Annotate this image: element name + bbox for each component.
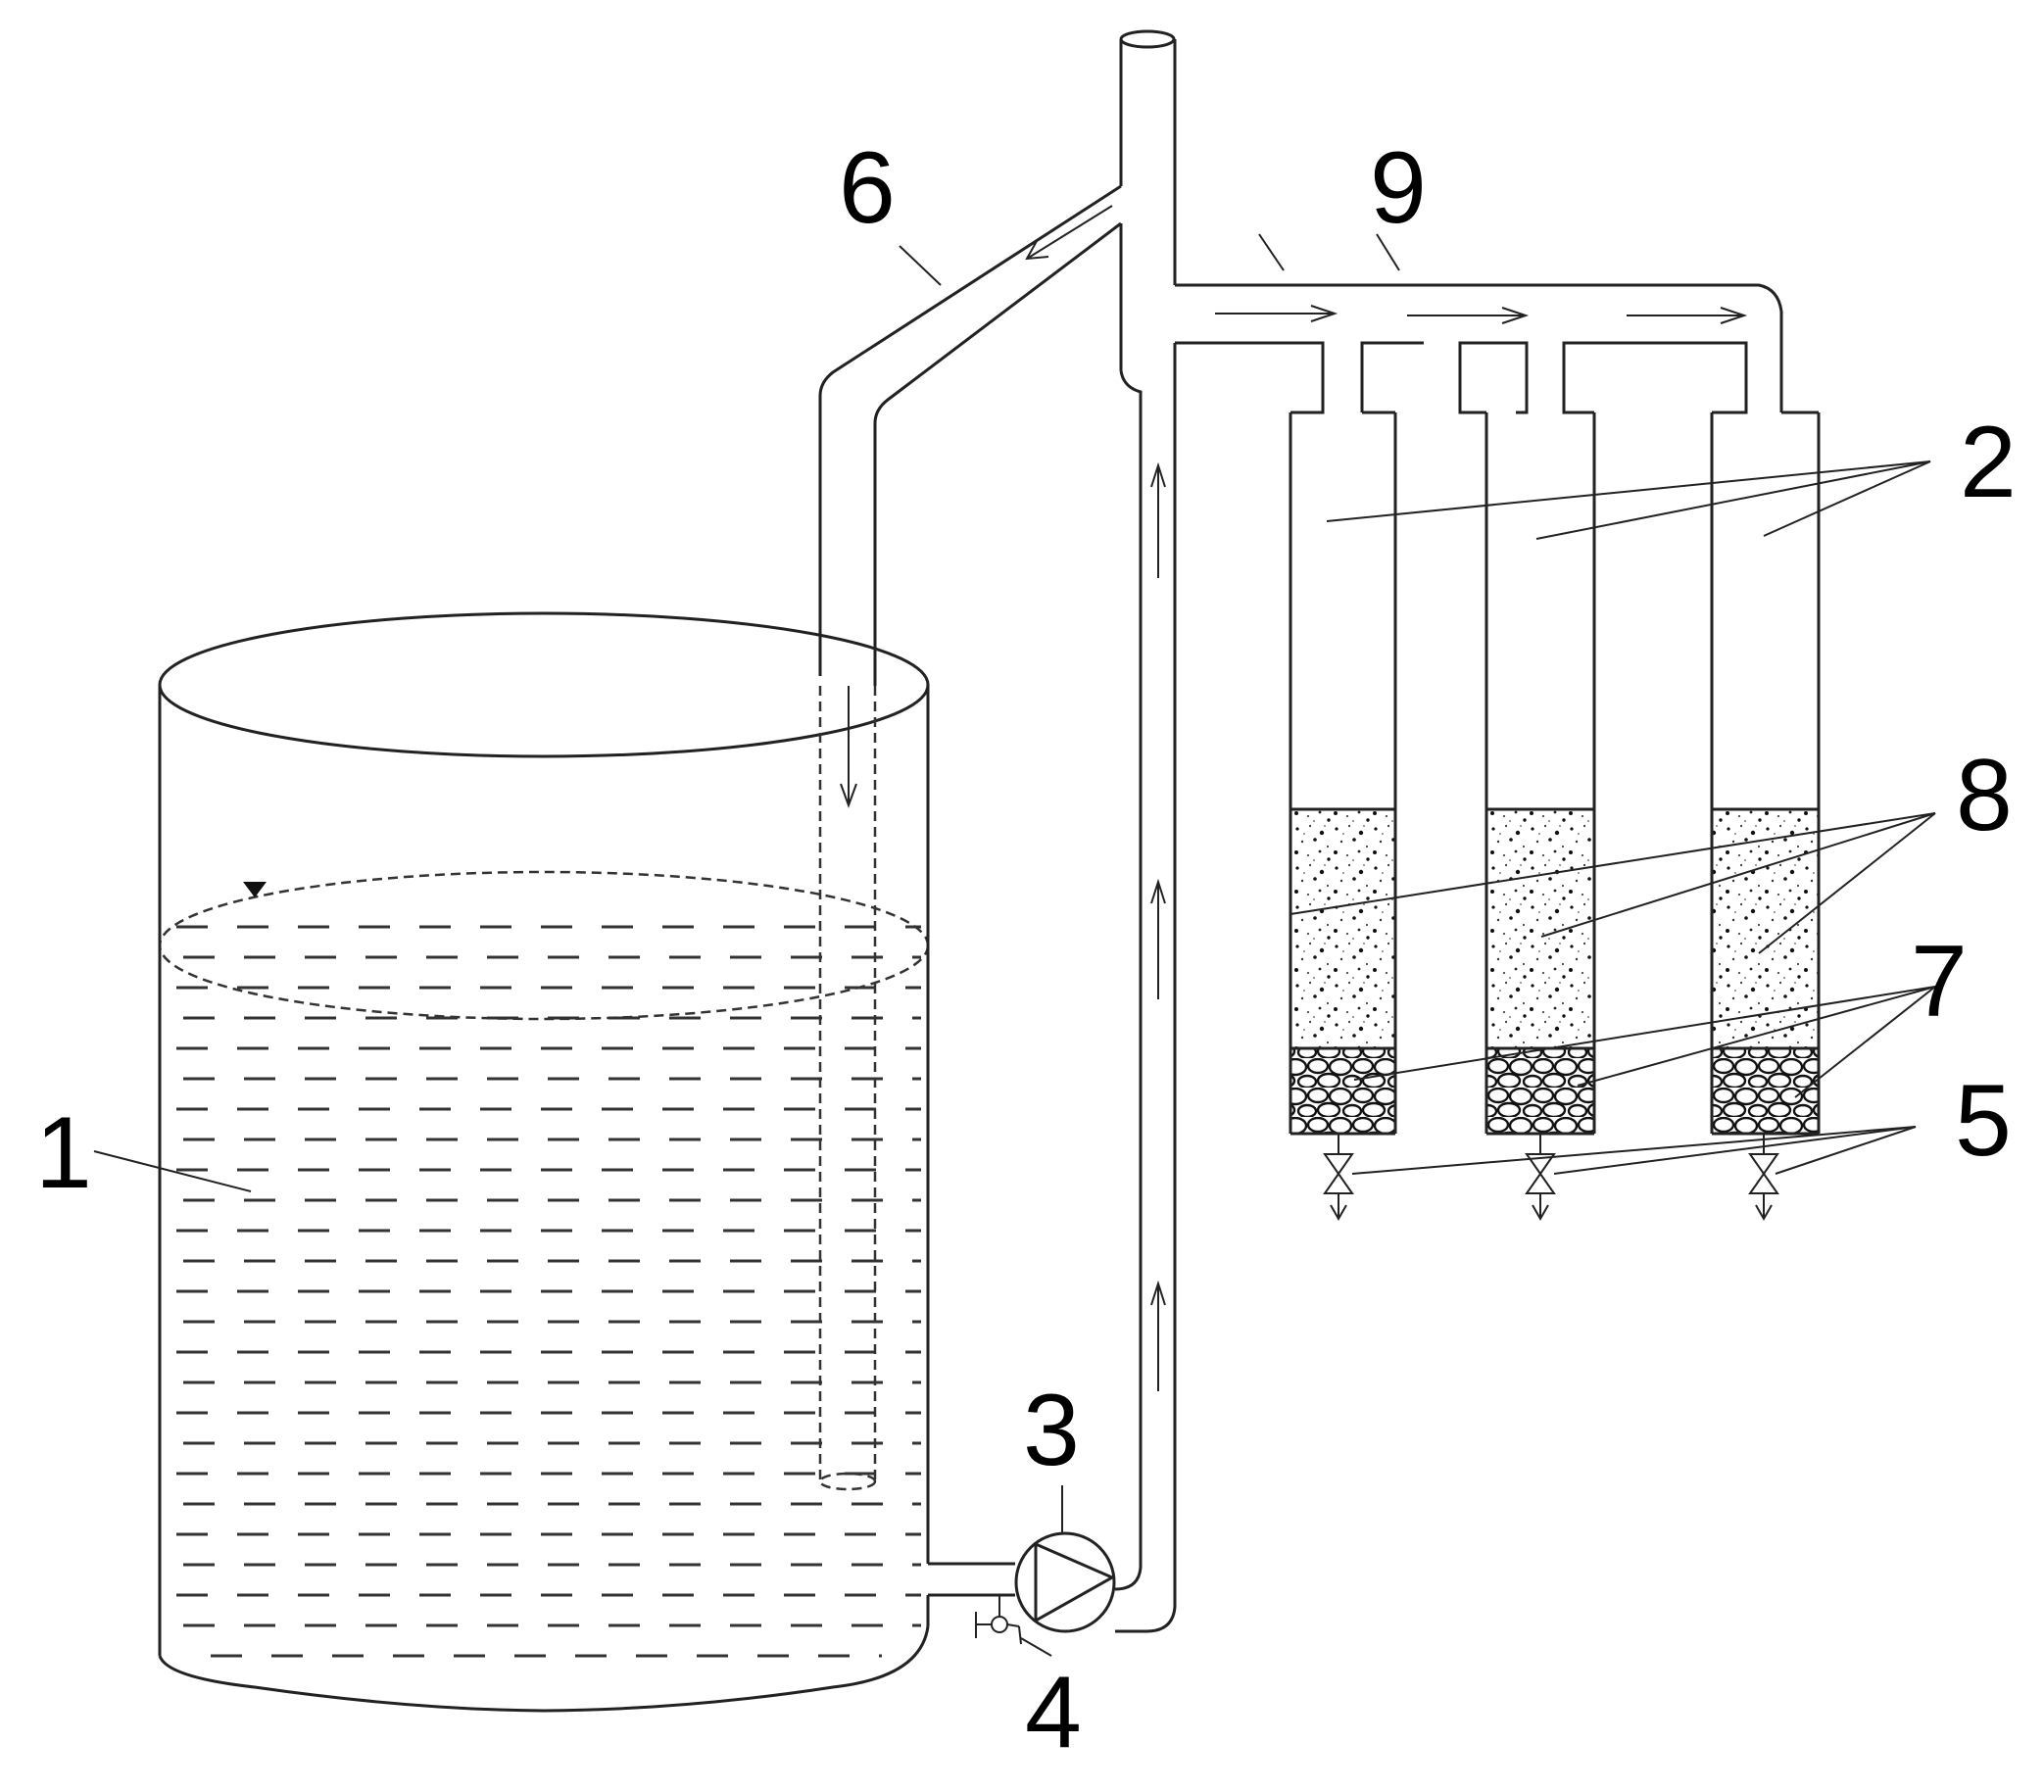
label-pump: 3 (1023, 1374, 1080, 1487)
filter-column (1710, 412, 1821, 1136)
label-gravel-layer: 7 (1911, 925, 1968, 1039)
filter-column (1289, 412, 1397, 1136)
distribution-header (1175, 283, 1819, 414)
label-return-pipe: 6 (839, 131, 896, 245)
water-level-marker-icon (243, 882, 267, 897)
sand-layer (1486, 809, 1594, 1048)
flow-arrow-down-icon (840, 686, 857, 808)
outlet-valve-icon (1748, 1134, 1779, 1222)
gravel-layer (1486, 1048, 1594, 1134)
tank-top-rim (158, 611, 930, 758)
label-columns: 2 (1960, 406, 2017, 519)
label-header-pipe: 9 (1370, 131, 1427, 245)
flow-arrow-up-icon (1150, 1280, 1166, 1391)
label-tank: 1 (35, 1096, 92, 1210)
label-sand-layer: 8 (1956, 739, 2013, 852)
outlet-valve-icon (1525, 1134, 1556, 1222)
return-pipe (818, 184, 1122, 1491)
sampling-valve (975, 1595, 1052, 1657)
water-surface (158, 870, 930, 1021)
sand-layer (1290, 809, 1395, 1048)
water-hatching (162, 925, 921, 1658)
leader-lines (93, 233, 1936, 1534)
water-tank (158, 611, 930, 1713)
label-sampling-valve: 4 (1025, 1656, 1082, 1769)
flow-arrow-diagonal-icon (1025, 205, 1113, 261)
label-outlet-valves: 5 (1955, 1064, 2012, 1178)
flow-arrow-up-icon (1150, 878, 1166, 999)
outlet-valve-icon (1323, 1134, 1354, 1222)
flow-arrow-right-icon (1627, 307, 1748, 324)
flow-arrow-up-icon (1150, 461, 1166, 578)
filter-column (1484, 412, 1596, 1136)
flow-arrow-right-icon (1407, 307, 1530, 324)
riser-pipe (1114, 29, 1177, 1633)
pump (928, 1531, 1116, 1633)
gravel-layer (1712, 1048, 1819, 1134)
flow-arrow-right-icon (1215, 305, 1338, 322)
gravel-layer (1290, 1048, 1395, 1134)
